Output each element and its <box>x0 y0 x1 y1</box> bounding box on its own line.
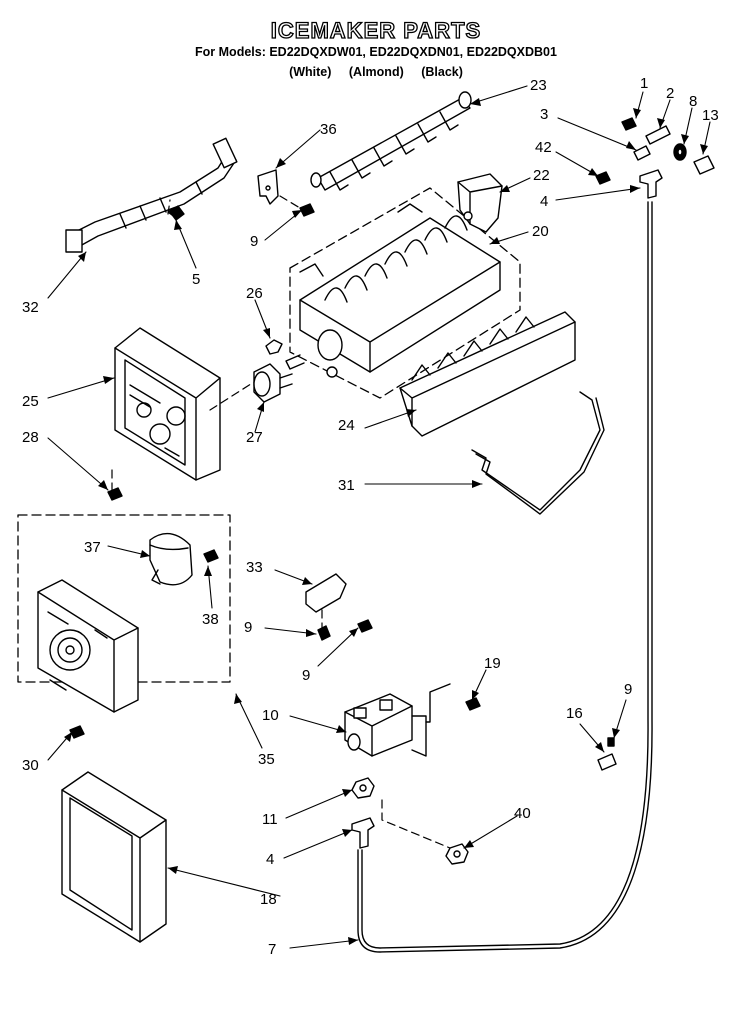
callout-37: 37 <box>84 539 101 556</box>
callout-9a: 9 <box>250 233 258 250</box>
screw-part-38 <box>203 549 219 563</box>
wire-harness-part <box>65 137 238 253</box>
nut-part-40 <box>445 843 469 865</box>
callout-23: 23 <box>530 77 547 94</box>
color-list: (White) (Almond) (Black) <box>289 65 463 79</box>
ejector-shaft-part <box>310 91 472 191</box>
washer-part-8 <box>673 143 687 161</box>
callout-28: 28 <box>22 429 39 446</box>
callout-32: 32 <box>22 299 39 316</box>
screw-part-9b <box>317 625 331 641</box>
screw-part-30 <box>69 725 85 739</box>
screw-part-9c <box>357 619 373 633</box>
callout-7: 7 <box>268 941 276 958</box>
model-list: For Models: ED22DQXDW01, ED22DQXDN01, ED… <box>195 45 557 59</box>
callout-3: 3 <box>540 106 548 123</box>
shutoff-arm-part <box>471 391 605 515</box>
screw-part-42 <box>595 171 611 185</box>
diagram-title: ICEMAKER PARTS <box>270 17 482 43</box>
assembly-guide-lines <box>111 195 451 849</box>
callout-13: 13 <box>702 107 719 124</box>
fitting-part-4b <box>351 817 375 849</box>
callout-11: 11 <box>262 811 278 828</box>
cover-part <box>61 771 167 943</box>
control-module-part <box>37 579 139 713</box>
callout-9c: 9 <box>302 667 310 684</box>
callout-30: 30 <box>22 757 39 774</box>
screw-part-19 <box>465 697 481 711</box>
screw-part-1 <box>621 117 637 131</box>
screw-part-9a <box>299 203 315 217</box>
bin-part <box>457 173 503 233</box>
screw-part-5 <box>169 205 185 221</box>
callout-25: 25 <box>22 393 39 410</box>
ice-mold-part <box>285 203 501 378</box>
callout-4a: 4 <box>540 193 548 210</box>
assembly-outline-20 <box>289 187 521 399</box>
callout-4b: 4 <box>266 851 274 868</box>
callout-33: 33 <box>246 559 263 576</box>
tube-part-13 <box>693 155 715 175</box>
callout-31: 31 <box>338 477 355 494</box>
callout-9d: 9 <box>624 681 632 698</box>
callout-20: 20 <box>532 223 549 240</box>
callout-27: 27 <box>246 429 263 446</box>
callout-42: 42 <box>535 139 552 156</box>
water-line-part <box>357 201 653 953</box>
callout-5: 5 <box>192 271 200 288</box>
clip-part <box>265 339 283 355</box>
water-valve-part <box>344 683 451 757</box>
strip-part <box>399 311 576 437</box>
clamp-part-16 <box>597 737 617 771</box>
callout-1: 1 <box>640 75 648 92</box>
module-cover-part <box>114 327 221 481</box>
callout-26: 26 <box>246 285 263 302</box>
leader-arrowheads <box>64 98 708 945</box>
callout-40: 40 <box>514 805 531 822</box>
screw-part-28 <box>107 487 123 501</box>
callout-22: 22 <box>533 167 550 184</box>
callout-38: 38 <box>202 611 219 628</box>
callout-labels: 1 2 8 13 3 42 4 23 36 22 9 20 5 32 26 25… <box>22 75 719 958</box>
callout-16: 16 <box>566 705 583 722</box>
nut-part-11 <box>351 777 375 799</box>
callout-19: 19 <box>484 655 501 672</box>
callout-24: 24 <box>338 417 355 434</box>
bracket-part <box>257 169 279 205</box>
callout-36: 36 <box>320 121 337 138</box>
callout-35: 35 <box>258 751 275 768</box>
callout-10: 10 <box>262 707 279 724</box>
bracket-33-part <box>305 573 347 613</box>
callout-2: 2 <box>666 85 674 102</box>
motor-part <box>149 532 193 586</box>
callout-18: 18 <box>260 891 277 908</box>
fitting-part-4a <box>639 169 663 199</box>
callout-9b: 9 <box>244 619 252 636</box>
thermostat-part <box>253 363 293 403</box>
callout-8: 8 <box>689 93 697 110</box>
fill-tube-part-2 <box>633 125 671 161</box>
